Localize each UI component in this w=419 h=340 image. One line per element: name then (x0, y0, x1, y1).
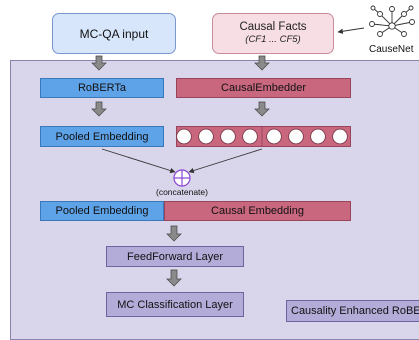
embedding-circle (176, 128, 192, 145)
causal-embedder-label: CausalEmbedder (221, 82, 306, 94)
embedding-circle (198, 128, 214, 145)
causenet-label: CauseNet (369, 44, 414, 55)
feedforward-layer: FeedForward Layer (106, 246, 244, 267)
classification-label: MC Classification Layer (117, 298, 233, 311)
combined-pooled-embedding: Pooled Embedding (40, 201, 164, 221)
concatenate-icon (173, 169, 191, 187)
arrow-to-concat-right (188, 148, 263, 174)
down-arrow-icon (254, 55, 270, 71)
concatenate-label: (concatenate) (156, 187, 208, 197)
roberta-label: RoBERTa (77, 82, 127, 94)
diagram-overlay (91, 5, 415, 287)
combined-causal-embedding: Causal Embedding (164, 201, 351, 221)
classification-layer: MC Classification Layer (106, 292, 244, 317)
mcqa-input-box: MC-QA input (52, 13, 176, 54)
model-title: Causality Enhanced RoBERTa (291, 305, 419, 317)
down-arrow-icon (254, 101, 270, 117)
combined-causal-label: Causal Embedding (211, 205, 304, 217)
down-arrow-icon (166, 269, 182, 287)
embedding-circle (332, 128, 348, 145)
embedding-circle (242, 128, 258, 145)
embedding-circle (310, 128, 326, 145)
down-arrow-icon (166, 225, 182, 242)
down-arrow-icon (91, 55, 107, 71)
embedding-circles (176, 127, 348, 146)
embedding-circle (220, 128, 236, 145)
arrow-to-concat-left (101, 148, 176, 174)
pooled-embedding-label: Pooled Embedding (55, 130, 149, 143)
causenet-graph-icon (369, 5, 415, 37)
feedforward-label: FeedForward Layer (127, 250, 223, 263)
pooled-embedding-box: Pooled Embedding (40, 126, 164, 147)
causal-facts-subtitle: (CF1 ... CF5) (245, 34, 301, 45)
combined-pooled-label: Pooled Embedding (55, 205, 149, 217)
mcqa-input-label: MC-QA input (79, 26, 149, 41)
causal-facts-box: Causal Facts (CF1 ... CF5) (212, 13, 334, 54)
causal-embedder: CausalEmbedder (176, 78, 351, 98)
down-arrow-icon (91, 101, 107, 117)
embedding-circle (266, 128, 282, 145)
causal-facts-title: Causal Facts (239, 21, 307, 33)
embedding-circle (288, 128, 304, 145)
roberta-encoder: RoBERTa (40, 78, 164, 98)
causenet-to-facts-arrow (337, 27, 365, 34)
